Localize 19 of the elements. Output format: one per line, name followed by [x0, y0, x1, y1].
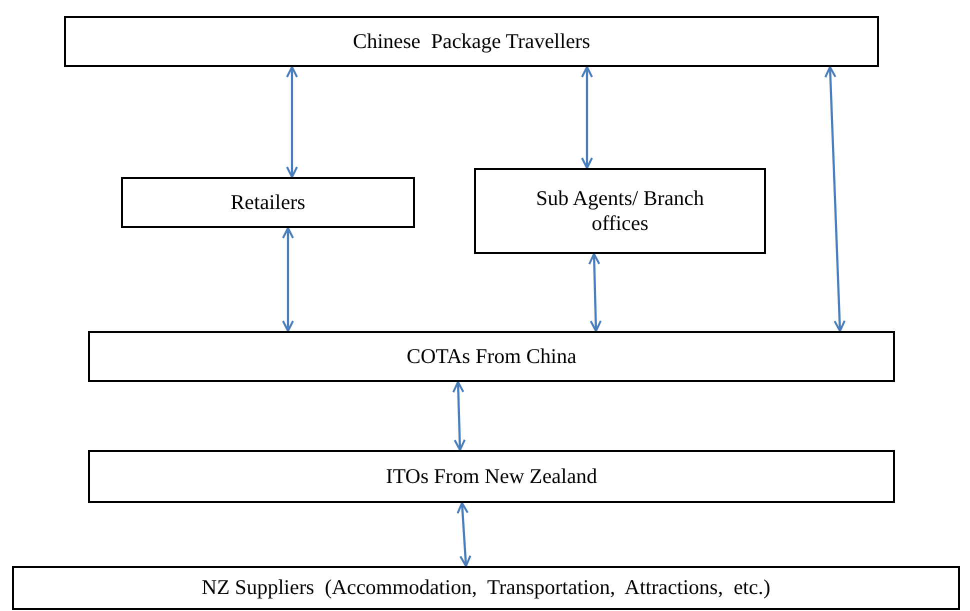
- box-label: ITOs From New Zealand: [386, 464, 598, 490]
- double-arrow: [588, 253, 602, 332]
- process-box: [474, 168, 766, 254]
- process-box: [121, 177, 415, 228]
- process-box: [88, 331, 895, 382]
- box-label: COTAs From China: [406, 344, 576, 370]
- double-arrow: [452, 381, 466, 451]
- double-arrow: [282, 227, 294, 332]
- box-label: NZ Suppliers (Accommodation, Transportation, Attractions, etc.): [202, 575, 770, 601]
- box-label: Sub Agents/ Branch offices: [535, 186, 705, 236]
- double-arrow: [456, 502, 472, 567]
- double-arrow: [824, 66, 846, 332]
- box-label: Retailers: [230, 190, 306, 216]
- box-label: Chinese Package Travellers: [352, 28, 590, 54]
- process-box: [12, 566, 960, 610]
- double-arrow: [286, 66, 298, 178]
- process-box: [64, 16, 879, 67]
- double-arrow: [581, 66, 593, 169]
- process-box: [88, 450, 895, 503]
